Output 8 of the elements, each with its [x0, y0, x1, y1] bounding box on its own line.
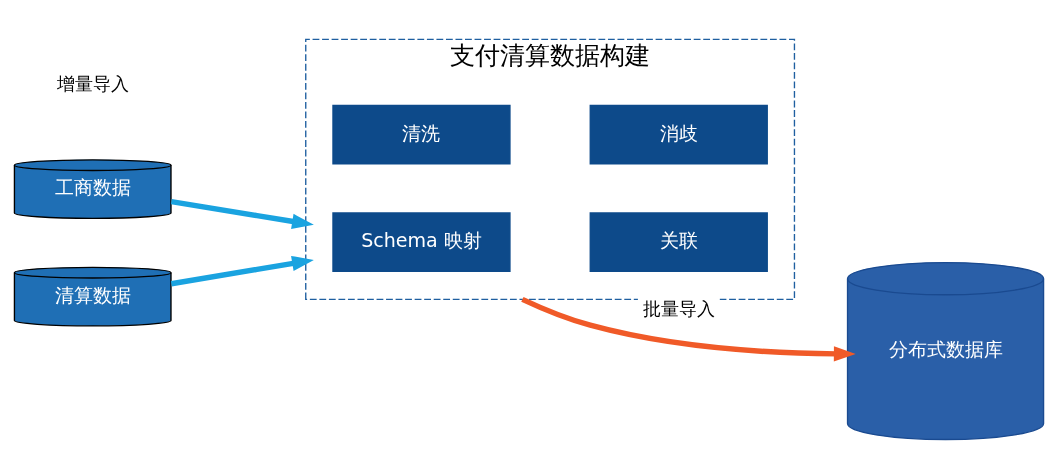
- node-box: 清洗: [332, 104, 511, 165]
- arrow: [170, 255, 314, 287]
- arrow: [170, 198, 314, 229]
- edge-label: 批量导入: [643, 298, 716, 319]
- node-box: 消歧: [589, 104, 768, 165]
- label: 增量导入: [56, 74, 129, 95]
- node-box: Schema 映射: [332, 212, 511, 273]
- node-box: 关联: [589, 212, 768, 273]
